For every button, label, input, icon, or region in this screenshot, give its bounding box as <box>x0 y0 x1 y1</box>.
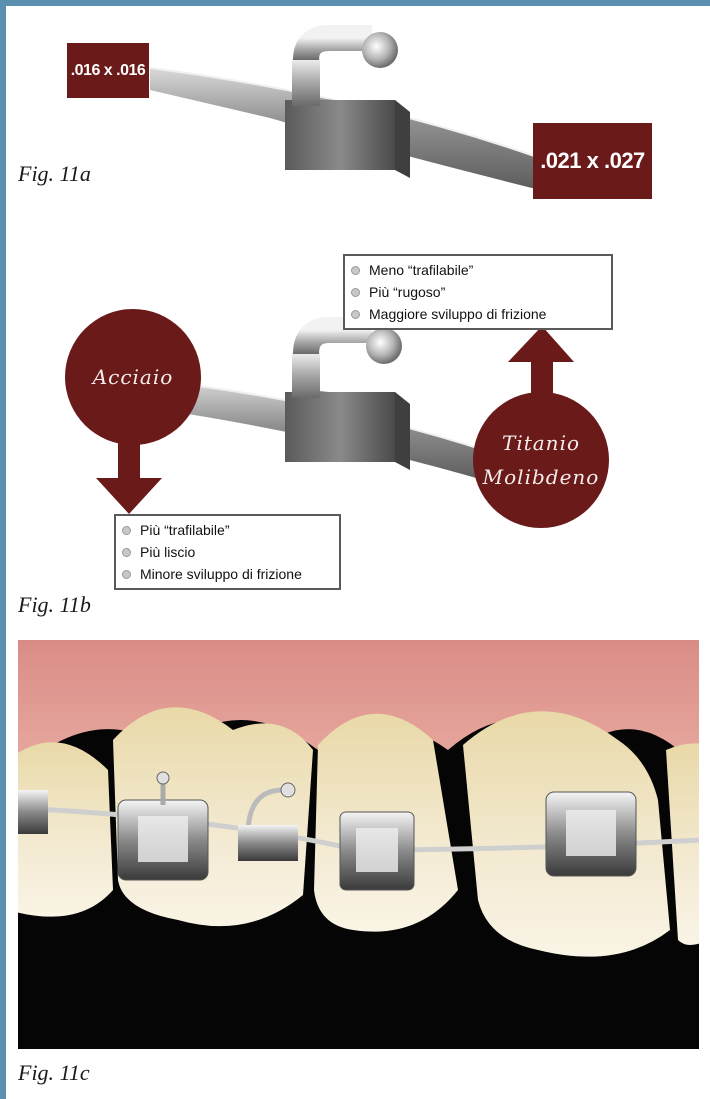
fig-11c-caption: Fig. 11c <box>18 1060 90 1086</box>
list-item: Più liscio <box>122 541 333 563</box>
bracket-body-b <box>285 392 395 462</box>
list-item: Minore sviluppo di frizione <box>122 563 333 585</box>
steel-label: Acciaio <box>93 360 174 394</box>
fig-11b-caption: Fig. 11b <box>18 592 91 618</box>
steel-circle: Acciaio <box>65 309 201 445</box>
large-wire-label: .021 x .027 <box>533 123 652 199</box>
list-item: Più “rugoso” <box>351 281 605 303</box>
bracket-body <box>285 100 395 170</box>
fig-11a-caption: Fig. 11a <box>18 161 91 187</box>
titanium-label-line2: Molibdeno <box>483 460 600 494</box>
small-wire-label: .016 x .016 <box>67 43 149 98</box>
list-item: Meno “trafilabile” <box>351 259 605 281</box>
list-item: Maggiore sviluppo di frizione <box>351 303 605 325</box>
titanium-label-line1: Titanio <box>502 426 580 460</box>
titanium-properties-box: Meno “trafilabile” Più “rugoso” Maggiore… <box>343 254 613 330</box>
steel-properties-box: Più “trafilabile” Più liscio Minore svil… <box>114 514 341 590</box>
hook-ball <box>362 32 398 68</box>
bracket <box>18 790 48 834</box>
list-item: Più “trafilabile” <box>122 519 333 541</box>
titanium-circle: Titanio Molibdeno <box>473 392 609 528</box>
fig-11c-dental-photo <box>18 640 699 1049</box>
